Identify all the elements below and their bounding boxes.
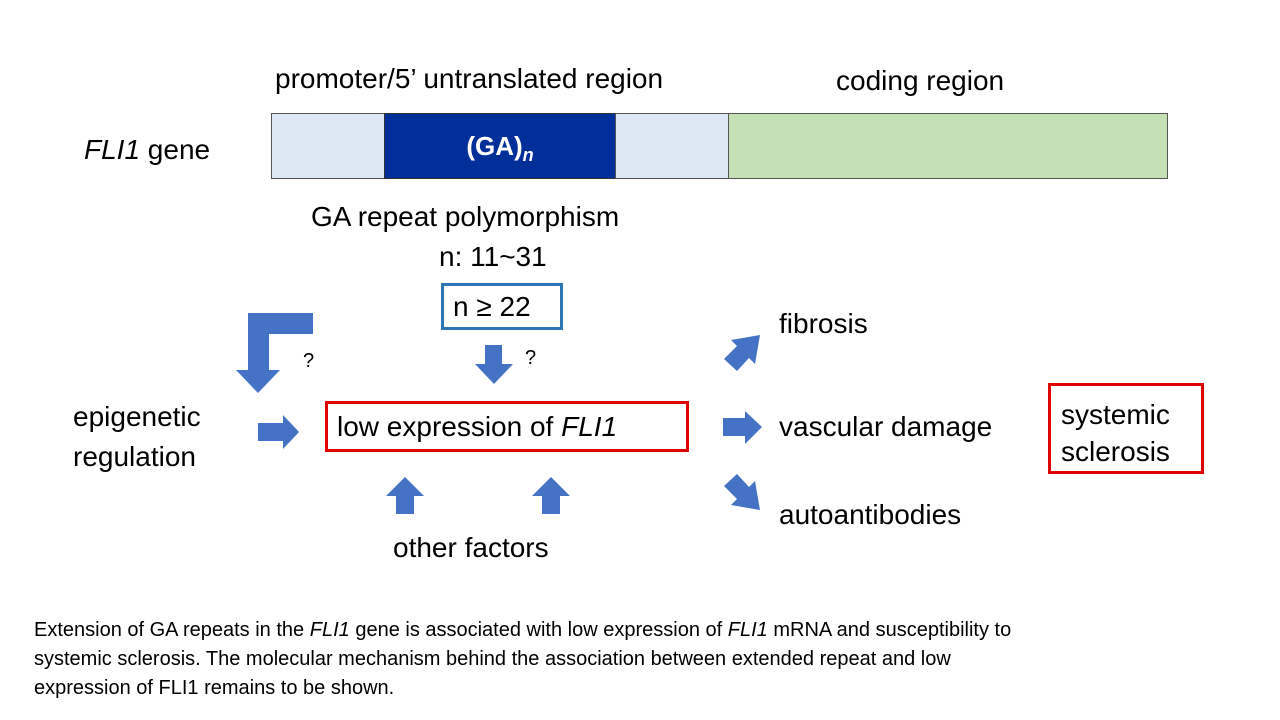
utr-segment-left — [271, 113, 385, 179]
diagonal-arrow-autoantibodies — [724, 474, 760, 510]
coding-region-label: coding region — [836, 65, 1005, 96]
regulation-label: regulation — [73, 441, 196, 472]
threshold-box: n ≥ 22 — [441, 283, 563, 330]
diagonal-arrow-fibrosis — [724, 335, 760, 371]
low-expression-box: low expression of FLI1 — [325, 401, 689, 452]
caption-line-1: Extension of GA repeats in the FLI1 gene… — [34, 617, 1011, 643]
low-expression-text: low expression of — [337, 411, 562, 442]
disease-line-1: systemic — [1061, 399, 1170, 430]
down-arrow-repeat — [475, 345, 513, 384]
low-expression-gene: FLI1 — [561, 411, 618, 442]
caption-gene-1: FLI1 — [309, 619, 350, 641]
question-mark-repeat: ? — [525, 347, 537, 369]
threshold-text: n ≥ 22 — [453, 291, 531, 322]
disease-box: systemic sclerosis — [1048, 383, 1204, 474]
outcome-vascular-damage: vascular damage — [779, 411, 993, 442]
gene-label: FLI1 gene — [84, 134, 210, 166]
ga-repeat-segment: (GA)n — [384, 113, 616, 179]
other-factors-label: other factors — [393, 532, 549, 563]
up-arrow-other-right — [532, 477, 570, 514]
utr-segment-right — [615, 113, 729, 179]
promoter-region-label: promoter/5’ untranslated region — [275, 63, 664, 94]
caption-line-2: systemic sclerosis. The molecular mechan… — [34, 648, 951, 670]
up-arrow-other-left — [386, 477, 424, 514]
caption-gene-2: FLI1 — [727, 619, 768, 641]
caption-text-1a: Extension of GA repeats in the — [34, 619, 310, 641]
polymorphism-title: GA repeat polymorphism — [311, 201, 620, 232]
question-mark-epigenetic: ? — [303, 350, 315, 372]
elbow-arrow — [236, 313, 313, 393]
right-arrow-vascular — [723, 411, 762, 444]
caption-text-1c: gene is associated with low expression o… — [349, 619, 728, 641]
caption-line-3: expression of FLI1 remains to be shown. — [34, 677, 395, 699]
epigenetic-label: epigenetic — [73, 401, 201, 432]
right-arrow-epigenetic — [258, 415, 299, 449]
outcome-fibrosis: fibrosis — [779, 308, 868, 339]
gene-name: FLI1 — [84, 134, 141, 165]
outcome-autoantibodies: autoantibodies — [779, 499, 962, 530]
ga-repeat-text: (GA) — [466, 131, 523, 161]
polymorphism-range: n: 11~31 — [439, 241, 547, 272]
disease-line-2: sclerosis — [1061, 436, 1170, 467]
caption-text-1e: mRNA and susceptibility to — [767, 619, 1012, 641]
ga-repeat-subscript: n — [522, 145, 534, 166]
gene-label-suffix: gene — [140, 134, 211, 165]
coding-segment — [728, 113, 1168, 179]
